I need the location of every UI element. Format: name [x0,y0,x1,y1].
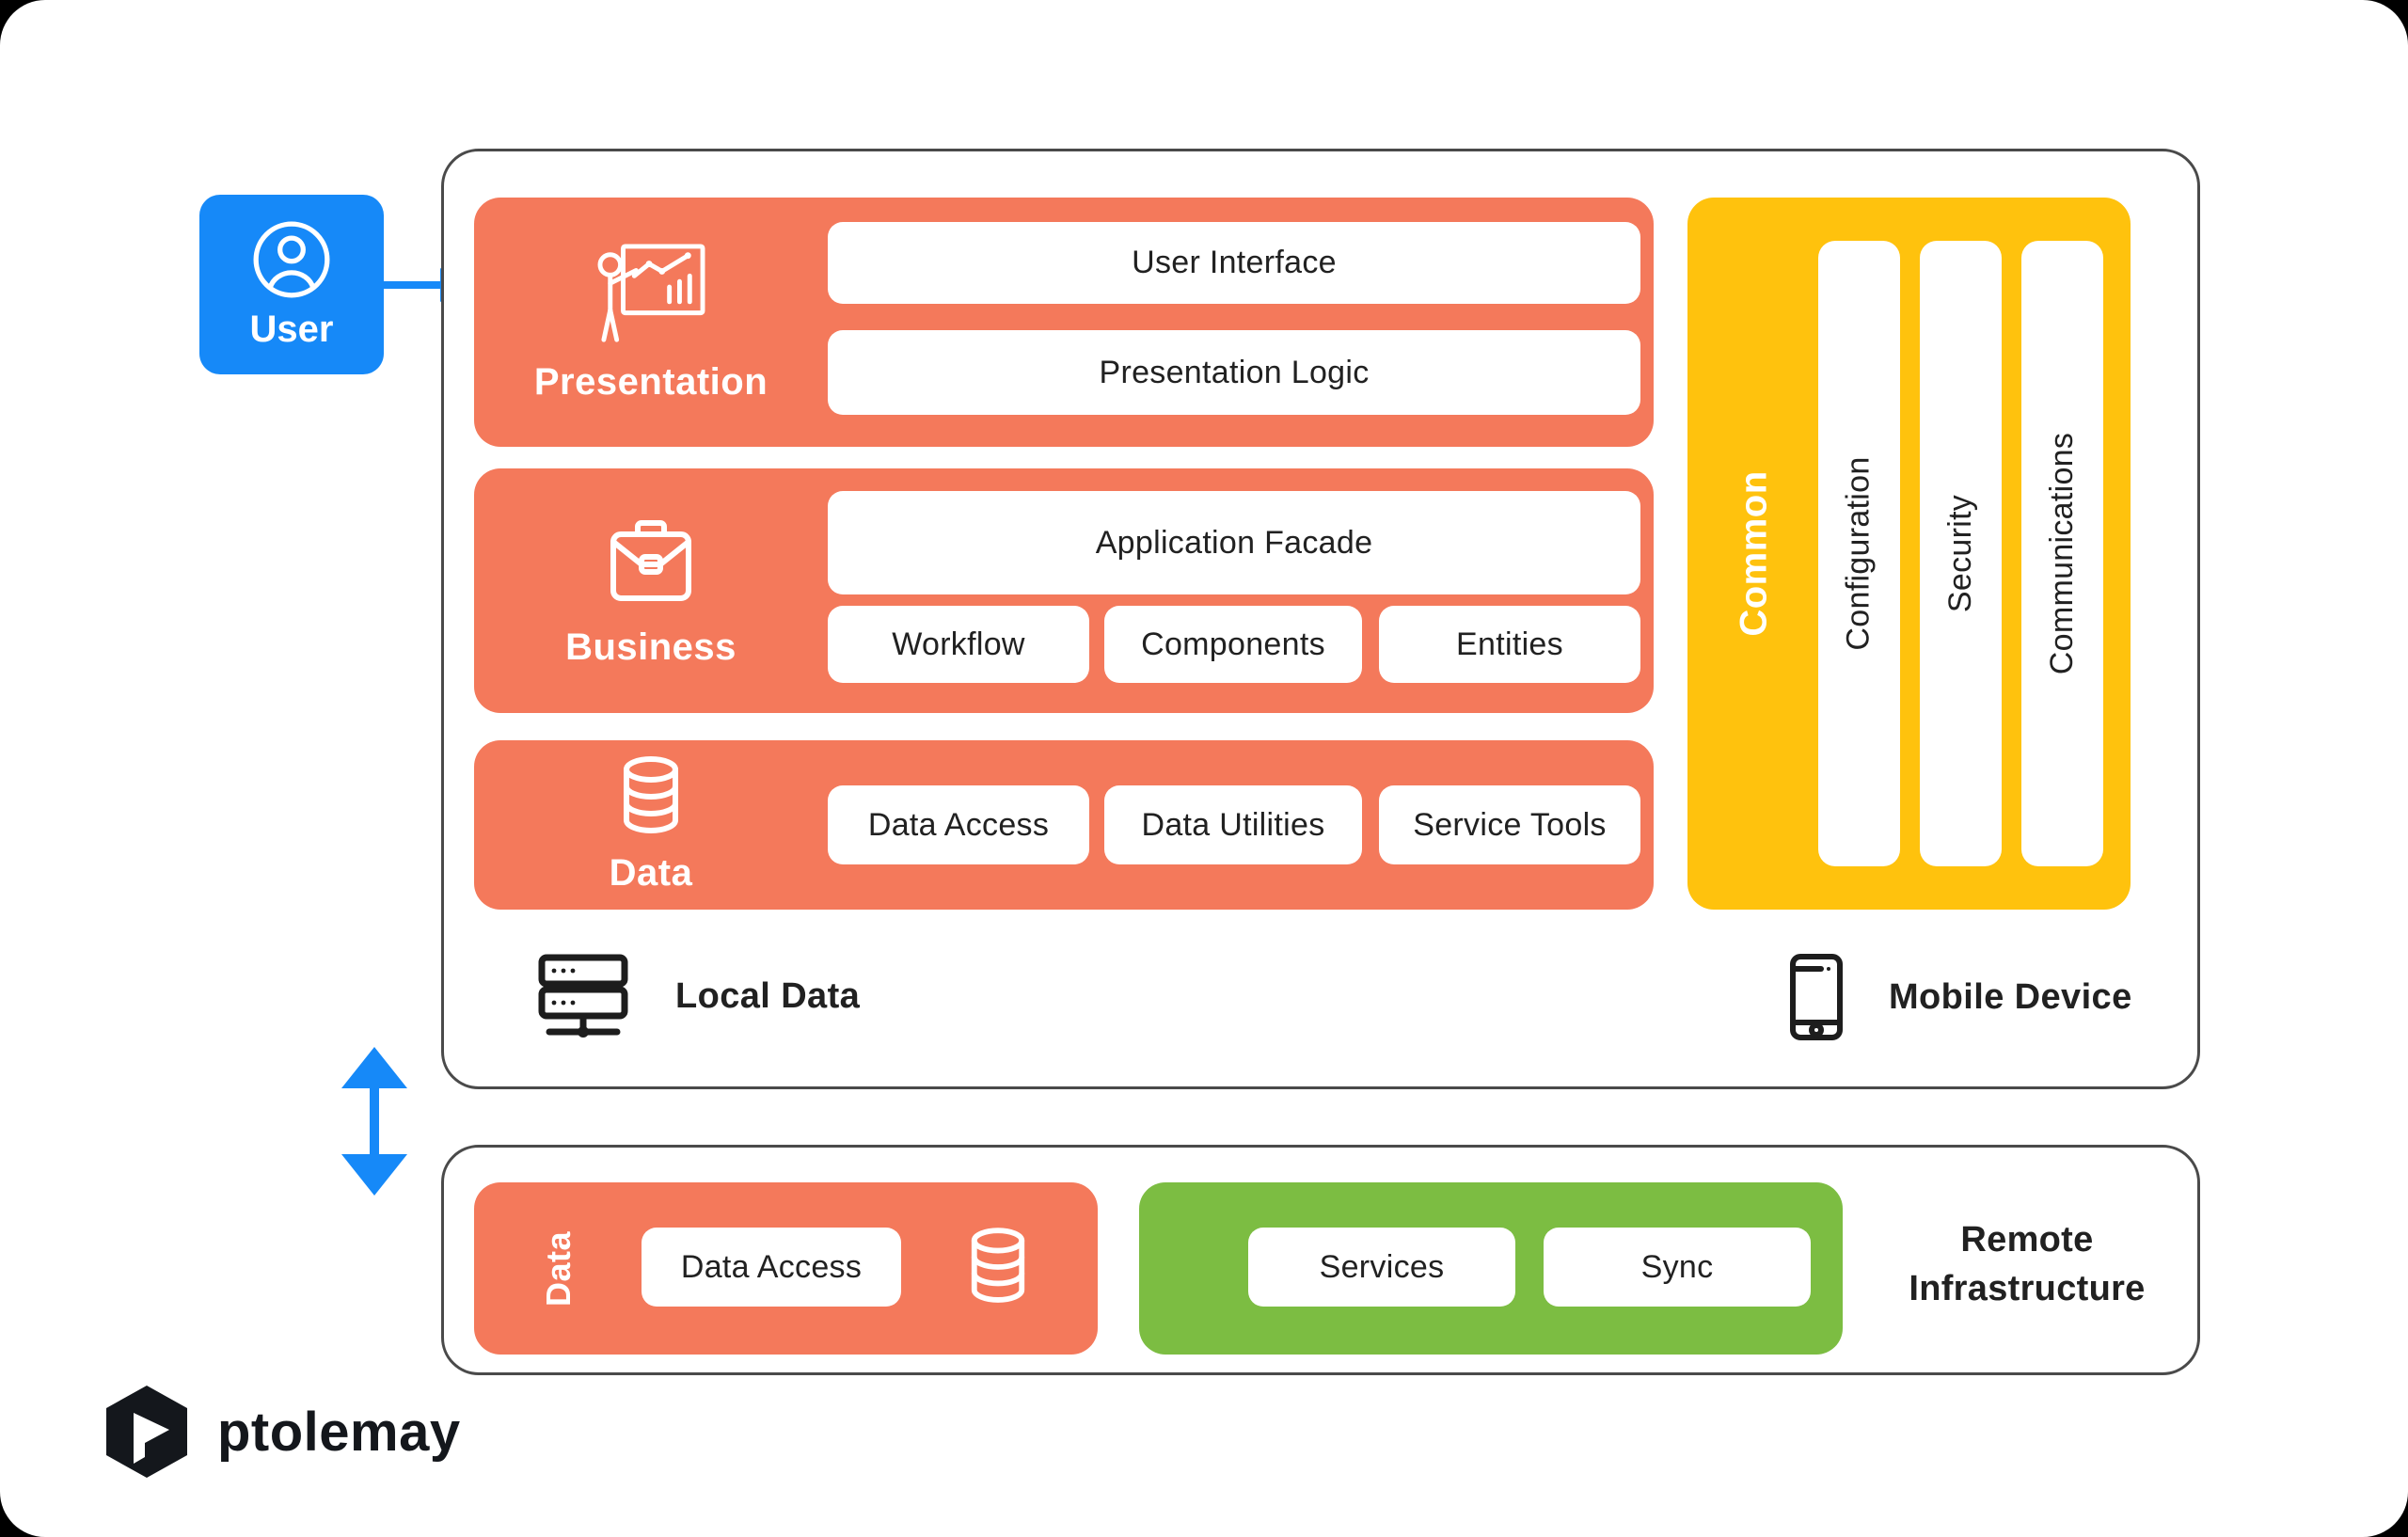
service-tools-label: Service Tools [1413,806,1607,843]
user-icon [250,218,333,301]
service-tools-box: Service Tools [1379,785,1640,864]
remote-infrastructure-label: Remote Infrastructure [1909,1220,2146,1308]
ptolemay-logo-icon [97,1385,197,1479]
database-icon [619,755,683,837]
data-layer: Data Data Access Data Utilities Service … [474,740,1654,910]
security-box: Security [1920,241,2002,866]
data-utilities-box: Data Utilities [1104,785,1362,864]
briefcase-icon [602,514,700,611]
data-access-label: Data Access [867,806,1050,843]
remote-data-label-wrap: Data [519,1182,598,1355]
mobile-device-annotation: Mobile Device [1789,953,2132,1041]
components-label: Components [1141,626,1325,662]
remote-database-icon [967,1224,1029,1310]
security-label: Security [1942,494,1978,613]
brand-footer: ptolemay [97,1385,461,1479]
common-layer: Common Configuration Security Communicat… [1687,198,2131,910]
business-layer-id: Business [474,468,828,713]
remote-data-access-box: Data Access [642,1228,901,1307]
services-label: Services [1319,1248,1445,1285]
data-utilities-label: Data Utilities [1141,806,1325,843]
presentation-layer-id: Presentation [474,198,828,447]
application-facade-label: Application Facade [1095,524,1373,561]
presentation-logic-label: Presentation Logic [1099,354,1370,390]
remote-data-label: Data [539,1230,578,1307]
presentation-logic-box: Presentation Logic [828,330,1640,415]
entities-box: Entities [1379,606,1640,683]
sync-box: Sync [1544,1228,1811,1307]
services-box: Services [1248,1228,1515,1307]
remote-data-layer: Data Data Access [474,1182,1098,1355]
brand-name: ptolemay [217,1401,461,1463]
common-label-wrap: Common [1687,198,1821,910]
local-data-label: Local Data [675,975,861,1016]
user-interface-label: User Interface [1132,245,1337,280]
presentation-icon [595,241,706,346]
local-data-annotation: Local Data [532,953,860,1039]
remote-data-access-label: Data Access [680,1248,863,1285]
user-interface-box: User Interface [828,222,1640,304]
application-facade-box: Application Facade [828,491,1640,594]
mobile-app-container: Presentation User Interface Presentation… [441,149,2200,1089]
server-icon [532,953,642,1039]
configuration-box: Configuration [1818,241,1900,866]
workflow-box: Workflow [828,606,1089,683]
components-box: Components [1104,606,1362,683]
arrow-shaft [384,281,446,289]
sync-label: Sync [1640,1248,1714,1285]
user-label: User [249,309,334,350]
phone-icon [1789,953,1844,1041]
common-label: Common [1733,470,1775,637]
business-layer: Business Application Facade Workflow Com… [474,468,1654,713]
data-label: Data [609,851,693,894]
mobile-device-label: Mobile Device [1889,976,2132,1017]
configuration-label: Configuration [1841,456,1877,651]
remote-infrastructure-container: Data Data Access Services [441,1145,2200,1375]
workflow-label: Workflow [892,626,1025,662]
data-access-box: Data Access [828,785,1089,864]
sync-double-arrow-icon [341,1047,407,1196]
presentation-label: Presentation [533,361,768,403]
communications-label: Communications [2044,432,2081,675]
presentation-layer: Presentation User Interface Presentation… [474,198,1654,447]
business-label: Business [565,626,737,668]
communications-box: Communications [2021,241,2103,866]
user-box: User [199,195,384,374]
data-layer-id: Data [474,740,828,910]
remote-services-layer: Services Sync [1139,1182,1843,1355]
entities-label: Entities [1456,626,1563,662]
